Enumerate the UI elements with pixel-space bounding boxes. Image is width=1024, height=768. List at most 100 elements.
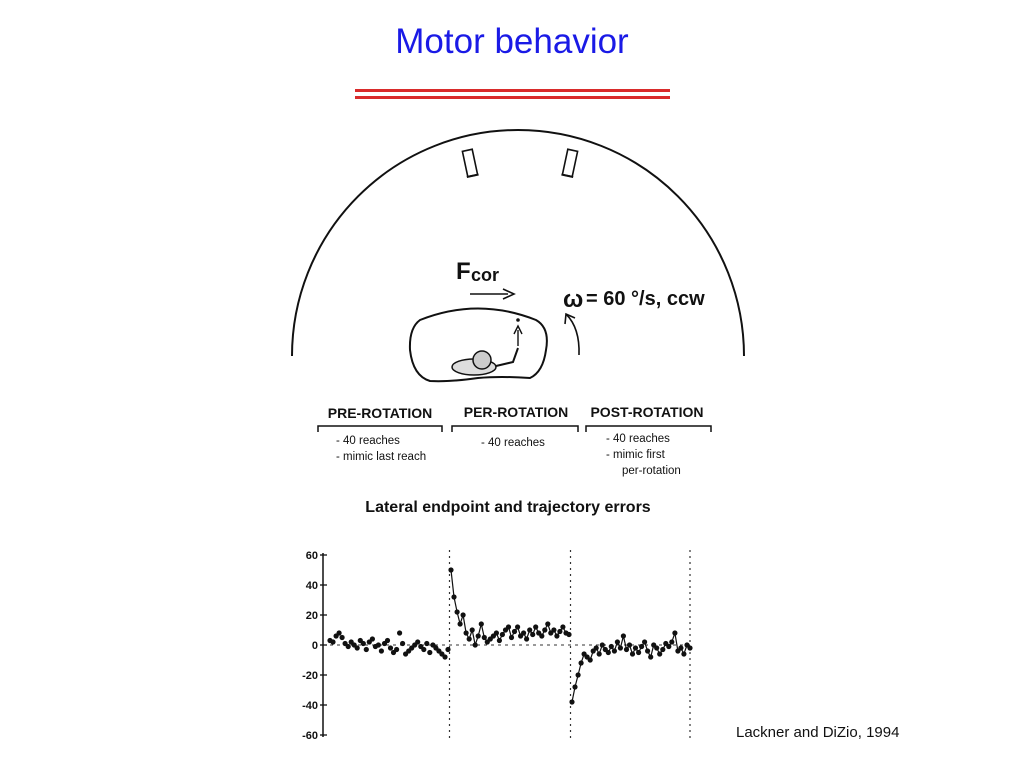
phase-timeline: PRE-ROTATION PER-ROTATION POST-ROTATION … <box>317 404 712 477</box>
data-point <box>354 645 360 651</box>
data-point <box>463 630 469 636</box>
rotation-rate: = 60 °/s, ccw <box>586 288 705 310</box>
data-point <box>666 643 672 650</box>
force-subscript: cor <box>471 265 499 285</box>
data-point <box>445 646 451 653</box>
data-point <box>642 639 648 645</box>
phase-label-per: PER-ROTATION <box>464 404 568 420</box>
rotating-room <box>291 129 745 357</box>
data-point <box>499 631 505 638</box>
phase-note-pre-2: - mimic last reach <box>336 451 426 463</box>
phase-bracket-per <box>451 425 579 432</box>
data-point <box>593 645 599 651</box>
phase-note-pre-1: - 40 reaches <box>336 435 400 447</box>
data-point <box>596 651 602 657</box>
trajectory-error-line <box>571 632 691 703</box>
y-tick-label: 60 <box>306 550 318 562</box>
subject-head <box>472 350 492 370</box>
data-point <box>599 642 605 648</box>
data-point <box>557 628 563 635</box>
data-point <box>575 672 581 678</box>
data-point <box>533 624 539 630</box>
data-point <box>626 642 633 648</box>
force-arrow-icon <box>502 288 516 300</box>
data-point <box>578 660 584 666</box>
data-point <box>639 643 645 650</box>
trajectory-error-line <box>450 569 570 648</box>
data-point <box>542 627 548 633</box>
rotation-rate-label: ω = 60 °/s, ccw <box>563 286 705 356</box>
phase-note-post-2: - mimic first <box>606 449 666 461</box>
data-point <box>669 639 675 645</box>
y-tick-label: 40 <box>306 580 318 592</box>
data-point <box>457 621 463 627</box>
data-point <box>345 643 351 650</box>
data-point <box>451 594 457 600</box>
slide-title: Motor behavior <box>395 22 629 61</box>
ccw-arrow-icon <box>565 313 580 356</box>
data-point <box>678 645 684 651</box>
subject-at-table <box>408 307 548 383</box>
target-light-left-icon <box>461 148 479 178</box>
data-point <box>448 567 454 573</box>
data-point <box>400 640 406 647</box>
y-tick-label: -40 <box>302 700 318 712</box>
data-point <box>424 640 430 647</box>
data-point <box>481 634 487 641</box>
data-point <box>360 640 366 647</box>
y-tick-label: -60 <box>302 730 318 742</box>
data-point <box>629 651 636 657</box>
data-point <box>614 639 621 645</box>
data-point <box>511 628 518 635</box>
data-point <box>472 642 478 648</box>
data-point <box>394 646 400 653</box>
phase-bracket-post <box>585 425 712 432</box>
data-point <box>466 636 472 642</box>
data-point <box>521 630 527 636</box>
title-rule-bottom <box>355 96 670 99</box>
data-point <box>672 630 678 636</box>
data-point <box>375 642 381 648</box>
data-point <box>660 646 666 653</box>
data-point <box>475 633 481 639</box>
data-point <box>605 649 611 656</box>
data-point <box>687 645 693 651</box>
force-letter: F <box>456 258 471 285</box>
data-point <box>363 646 369 653</box>
data-point <box>623 646 630 653</box>
data-point <box>539 633 545 639</box>
data-point <box>421 646 427 653</box>
data-point <box>560 624 566 630</box>
y-tick-label: 20 <box>306 610 318 622</box>
phase-note-post-3: per-rotation <box>622 465 681 477</box>
data-point <box>384 637 391 644</box>
data-point <box>493 630 499 636</box>
data-point <box>648 654 654 660</box>
phase-label-post: POST-ROTATION <box>590 404 703 420</box>
data-point <box>496 637 502 644</box>
data-point <box>415 639 421 645</box>
title-rule-top <box>355 89 670 92</box>
data-point <box>387 645 394 651</box>
data-point <box>524 636 530 642</box>
subject-arm <box>495 347 519 367</box>
chart-title: Lateral endpoint and trajectory errors <box>365 499 651 516</box>
citation: Lackner and DiZio, 1994 <box>736 724 900 741</box>
phase-note-per-1: - 40 reaches <box>481 437 545 449</box>
data-point <box>611 648 618 654</box>
data-point <box>554 633 560 639</box>
data-point <box>478 621 484 627</box>
data-point <box>515 624 521 630</box>
data-point <box>442 654 448 660</box>
phase-label-pre: PRE-ROTATION <box>328 405 432 421</box>
data-point <box>620 633 627 639</box>
data-point <box>617 645 624 651</box>
data-point <box>587 657 593 663</box>
trajectory-error-trace <box>450 569 691 703</box>
reach-arrow-icon <box>513 324 523 335</box>
data-point <box>681 651 687 657</box>
data-point <box>378 648 384 654</box>
coriolis-force-label: F cor <box>456 258 516 300</box>
